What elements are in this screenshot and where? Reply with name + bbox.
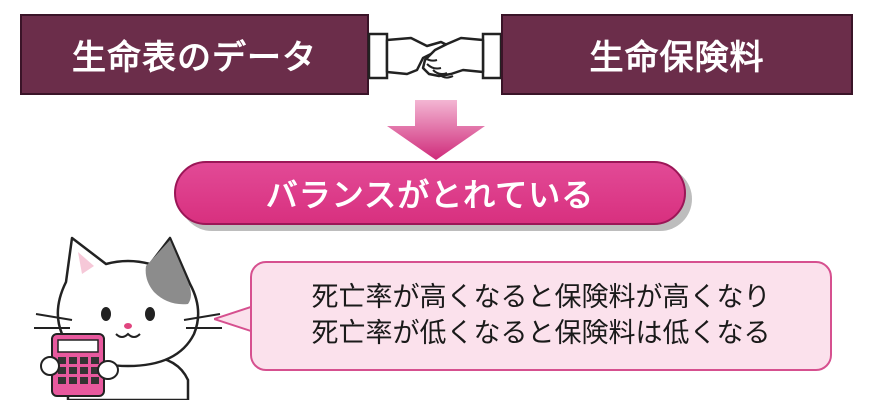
- balance-pill: バランスがとれている: [174, 161, 686, 225]
- handshake-icon: [367, 32, 503, 80]
- cat-with-calculator-illustration: [34, 236, 222, 400]
- bubble-line-2: 死亡率が低くなると保険料は低くなる: [311, 318, 771, 349]
- speech-bubble: 死亡率が高くなると保険料が高くなり 死亡率が低くなると保険料は低くなる: [250, 261, 832, 371]
- life-insurance-premium-label: 生命保険料: [589, 38, 765, 78]
- balance-label: バランスがとれている: [265, 176, 595, 214]
- down-arrow-icon: [387, 100, 485, 160]
- life-table-data-label: 生命表のデータ: [72, 38, 317, 78]
- speech-bubble-tail: [214, 304, 254, 334]
- calculator-icon: [51, 333, 105, 397]
- life-table-data-box: 生命表のデータ: [20, 14, 369, 95]
- bubble-line-1: 死亡率が高くなると保険料が高くなり: [311, 282, 771, 313]
- life-insurance-premium-box: 生命保険料: [501, 14, 853, 95]
